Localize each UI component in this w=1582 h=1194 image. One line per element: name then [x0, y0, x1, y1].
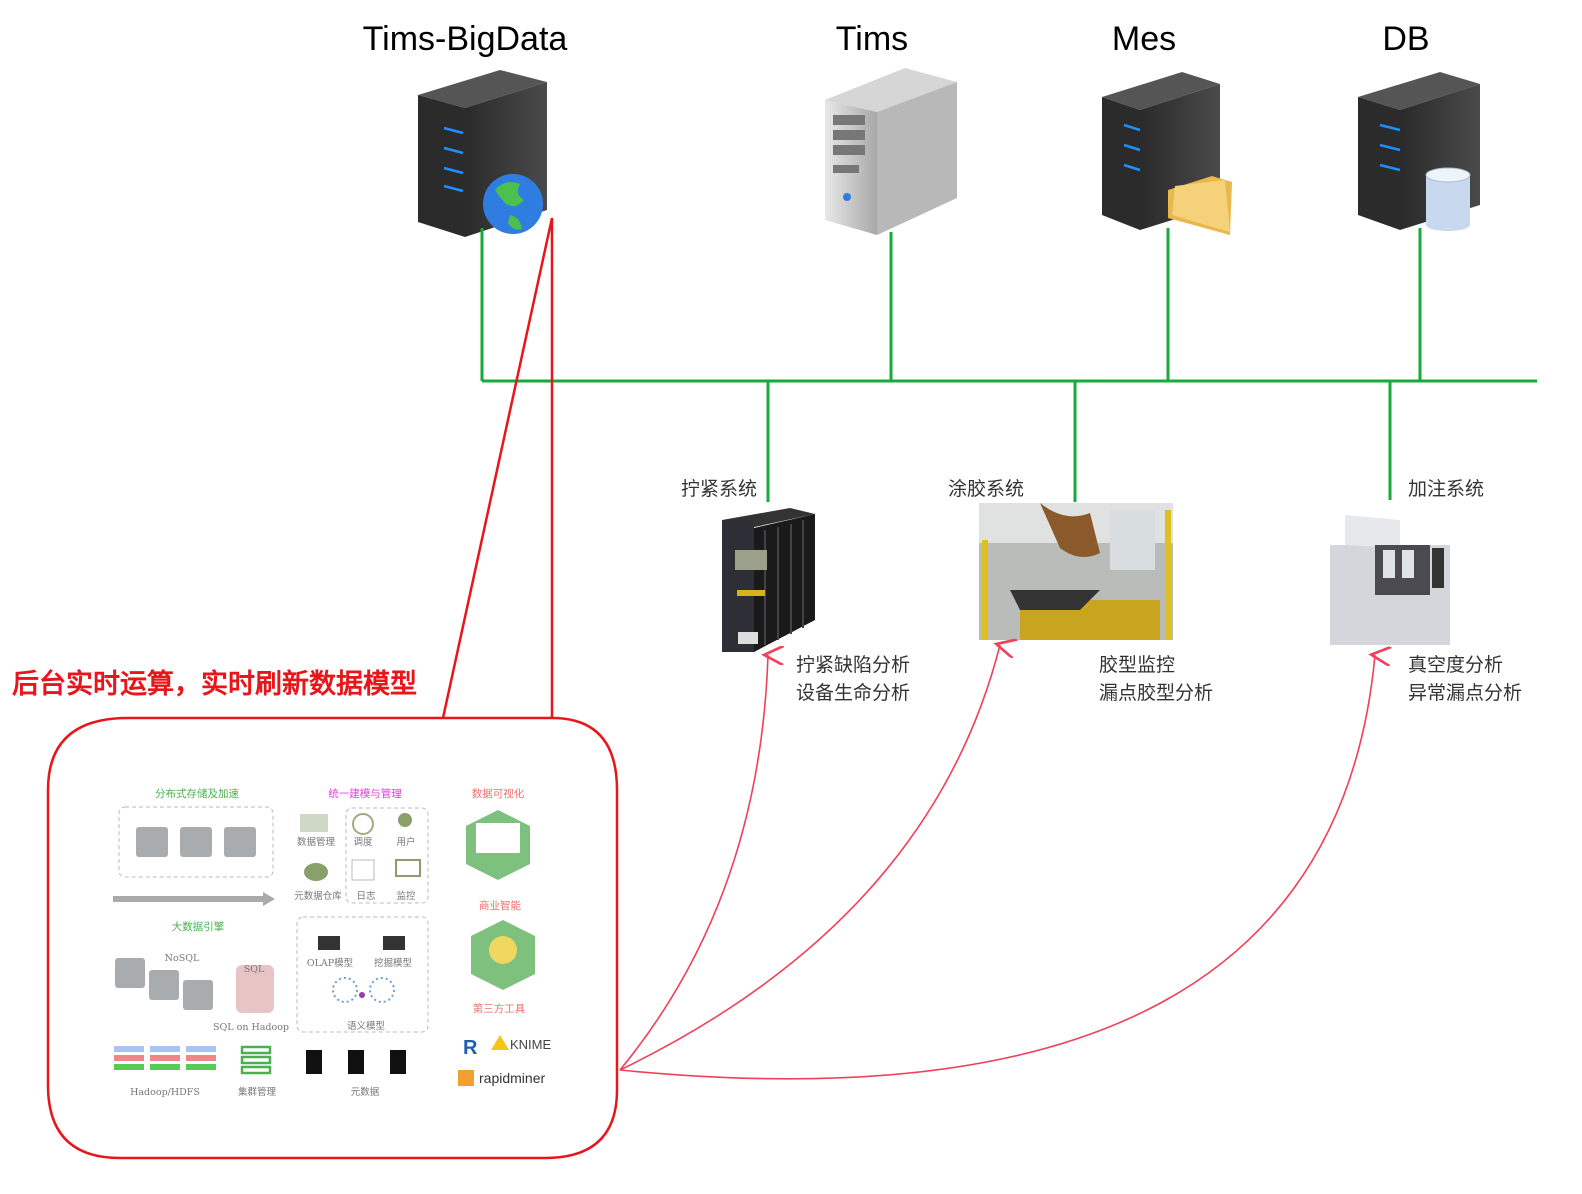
server-database-icon[interactable] — [1358, 72, 1480, 231]
analysis-gluing-2: 漏点胶型分析 — [1099, 682, 1213, 704]
modeling-title: 统一建模与管理 — [328, 787, 402, 800]
analysis-tightening-1: 拧紧缺陷分析 — [796, 654, 910, 676]
r-logo: R — [463, 1037, 478, 1059]
arrow-to-tightening — [619, 655, 768, 1071]
semantic-label: 语义模型 — [347, 1020, 386, 1032]
monitor-icon — [395, 859, 421, 877]
data-management-icon — [300, 814, 328, 832]
mining-model-icon — [383, 936, 405, 950]
analysis-filling-1: 真空度分析 — [1408, 654, 1503, 676]
callout-connector — [46, 217, 619, 1160]
arrow-to-gluing — [619, 645, 1000, 1071]
data-flow-arrows — [619, 645, 1375, 1080]
third-party-title: 第三方工具 — [473, 1002, 526, 1015]
flow-arrow-icon — [113, 892, 275, 906]
network-bus — [480, 228, 1537, 502]
metadata-warehouse-label: 元数据仓库 — [294, 890, 342, 902]
analysis-filling-2: 异常漏点分析 — [1408, 682, 1522, 704]
sql-label: SQL — [244, 964, 265, 975]
metadata-warehouse-icon — [304, 863, 328, 881]
storage-title: 分布式存储及加速 — [155, 787, 239, 800]
sql-on-hadoop-label: SQL on Hadoop — [213, 1022, 289, 1033]
user-label: 用户 — [396, 836, 415, 848]
system-label-filling: 加注系统 — [1408, 478, 1484, 500]
mining-label: 挖掘模型 — [374, 957, 413, 969]
storage-db-icons — [136, 827, 256, 857]
server-globe-icon[interactable] — [418, 70, 547, 237]
filling-machine-icon[interactable] — [1330, 515, 1450, 645]
schedule-label: 调度 — [353, 836, 373, 848]
tightening-controller-icon[interactable] — [722, 508, 815, 652]
nosql-label: NoSQL — [165, 953, 200, 964]
gluing-station-photo[interactable] — [979, 503, 1173, 640]
bi-title: 商业智能 — [479, 899, 521, 912]
big-data-platform-panel: 分布式存储及加速 统一建模与管理 数据可视化 大数据引擎 数据管理 调度 用户 … — [113, 787, 552, 1098]
system-label-gluing: 涂胶系统 — [948, 478, 1024, 500]
engine-title: 大数据引擎 — [172, 920, 225, 933]
cluster-label: 集群管理 — [238, 1086, 277, 1098]
monitor-label: 监控 — [396, 890, 416, 902]
schedule-icon — [352, 813, 374, 835]
server-label-mes: Mes — [1112, 20, 1176, 58]
olap-model-icon — [318, 936, 340, 950]
knime-logo: KNIME — [510, 1037, 552, 1052]
hdfs-nodes-icon — [114, 1046, 216, 1070]
analysis-gluing-1: 胶型监控 — [1099, 654, 1175, 676]
sql-db-icon — [236, 965, 274, 1013]
desktop-tower-icon[interactable] — [825, 68, 957, 235]
system-label-tightening: 拧紧系统 — [681, 478, 757, 500]
server-label-tims: Tims — [836, 20, 908, 58]
hdfs-label: Hadoop/HDFS — [130, 1087, 200, 1098]
cluster-management-icon — [240, 1045, 272, 1075]
viz-title: 数据可视化 — [472, 787, 525, 800]
metadata-binders-icon — [306, 1050, 406, 1074]
log-label: 日志 — [356, 890, 375, 902]
olap-label: OLAP模型 — [307, 957, 354, 969]
rapidminer-logo-icon — [458, 1070, 474, 1086]
server-label-db: DB — [1382, 20, 1429, 58]
metadata-label: 元数据 — [351, 1086, 380, 1098]
analysis-tightening-2: 设备生命分析 — [796, 682, 910, 704]
rapidminer-logo: rapidminer — [479, 1070, 545, 1086]
knime-logo-icon — [491, 1035, 509, 1050]
semantic-network-icon — [332, 977, 395, 1003]
server-folder-icon[interactable] — [1102, 72, 1232, 235]
user-icon — [398, 813, 412, 827]
server-label-tims-bigdata: Tims-BigData — [363, 20, 568, 58]
arrow-to-filling — [619, 655, 1375, 1080]
callout-text: 后台实时运算，实时刷新数据模型 — [12, 668, 417, 700]
nosql-db-icons — [115, 958, 213, 1010]
log-icon — [351, 859, 375, 881]
data-mgmt-label: 数据管理 — [297, 836, 336, 848]
